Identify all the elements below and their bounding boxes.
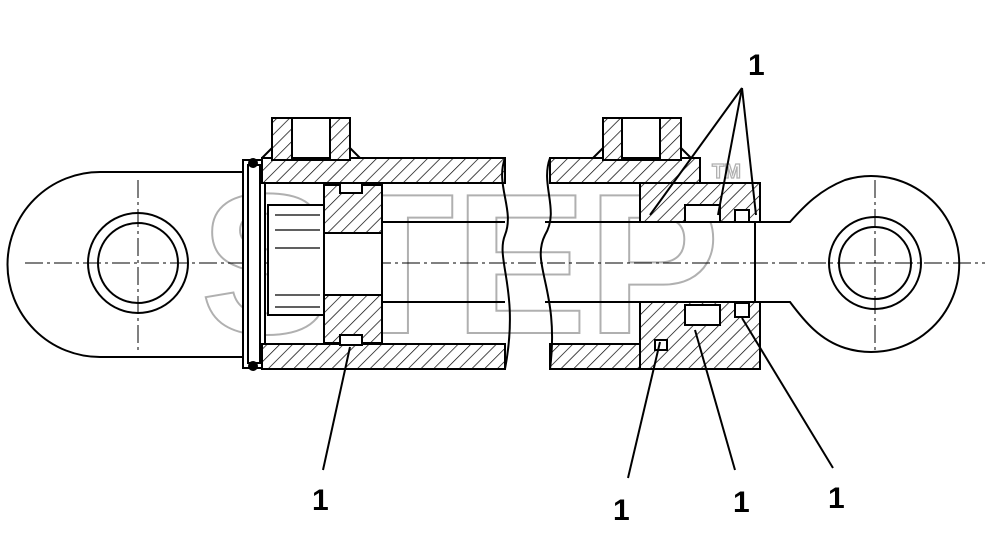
barrel-left [261, 157, 511, 370]
port-left [261, 117, 361, 161]
left-eye-mount [6, 171, 245, 358]
callout-gland-a: 1 [613, 494, 630, 527]
right-eye-mount [760, 175, 961, 353]
gland [639, 182, 761, 370]
callout-top-right: 1 [748, 49, 765, 82]
port-right [592, 117, 692, 161]
end-cap [242, 158, 266, 371]
piston [323, 182, 383, 346]
rod-nut [267, 204, 327, 316]
leader-lines [322, 87, 834, 479]
callout-gland-c: 1 [828, 482, 845, 515]
callout-piston: 1 [312, 484, 329, 517]
callout-gland-b: 1 [733, 486, 750, 519]
